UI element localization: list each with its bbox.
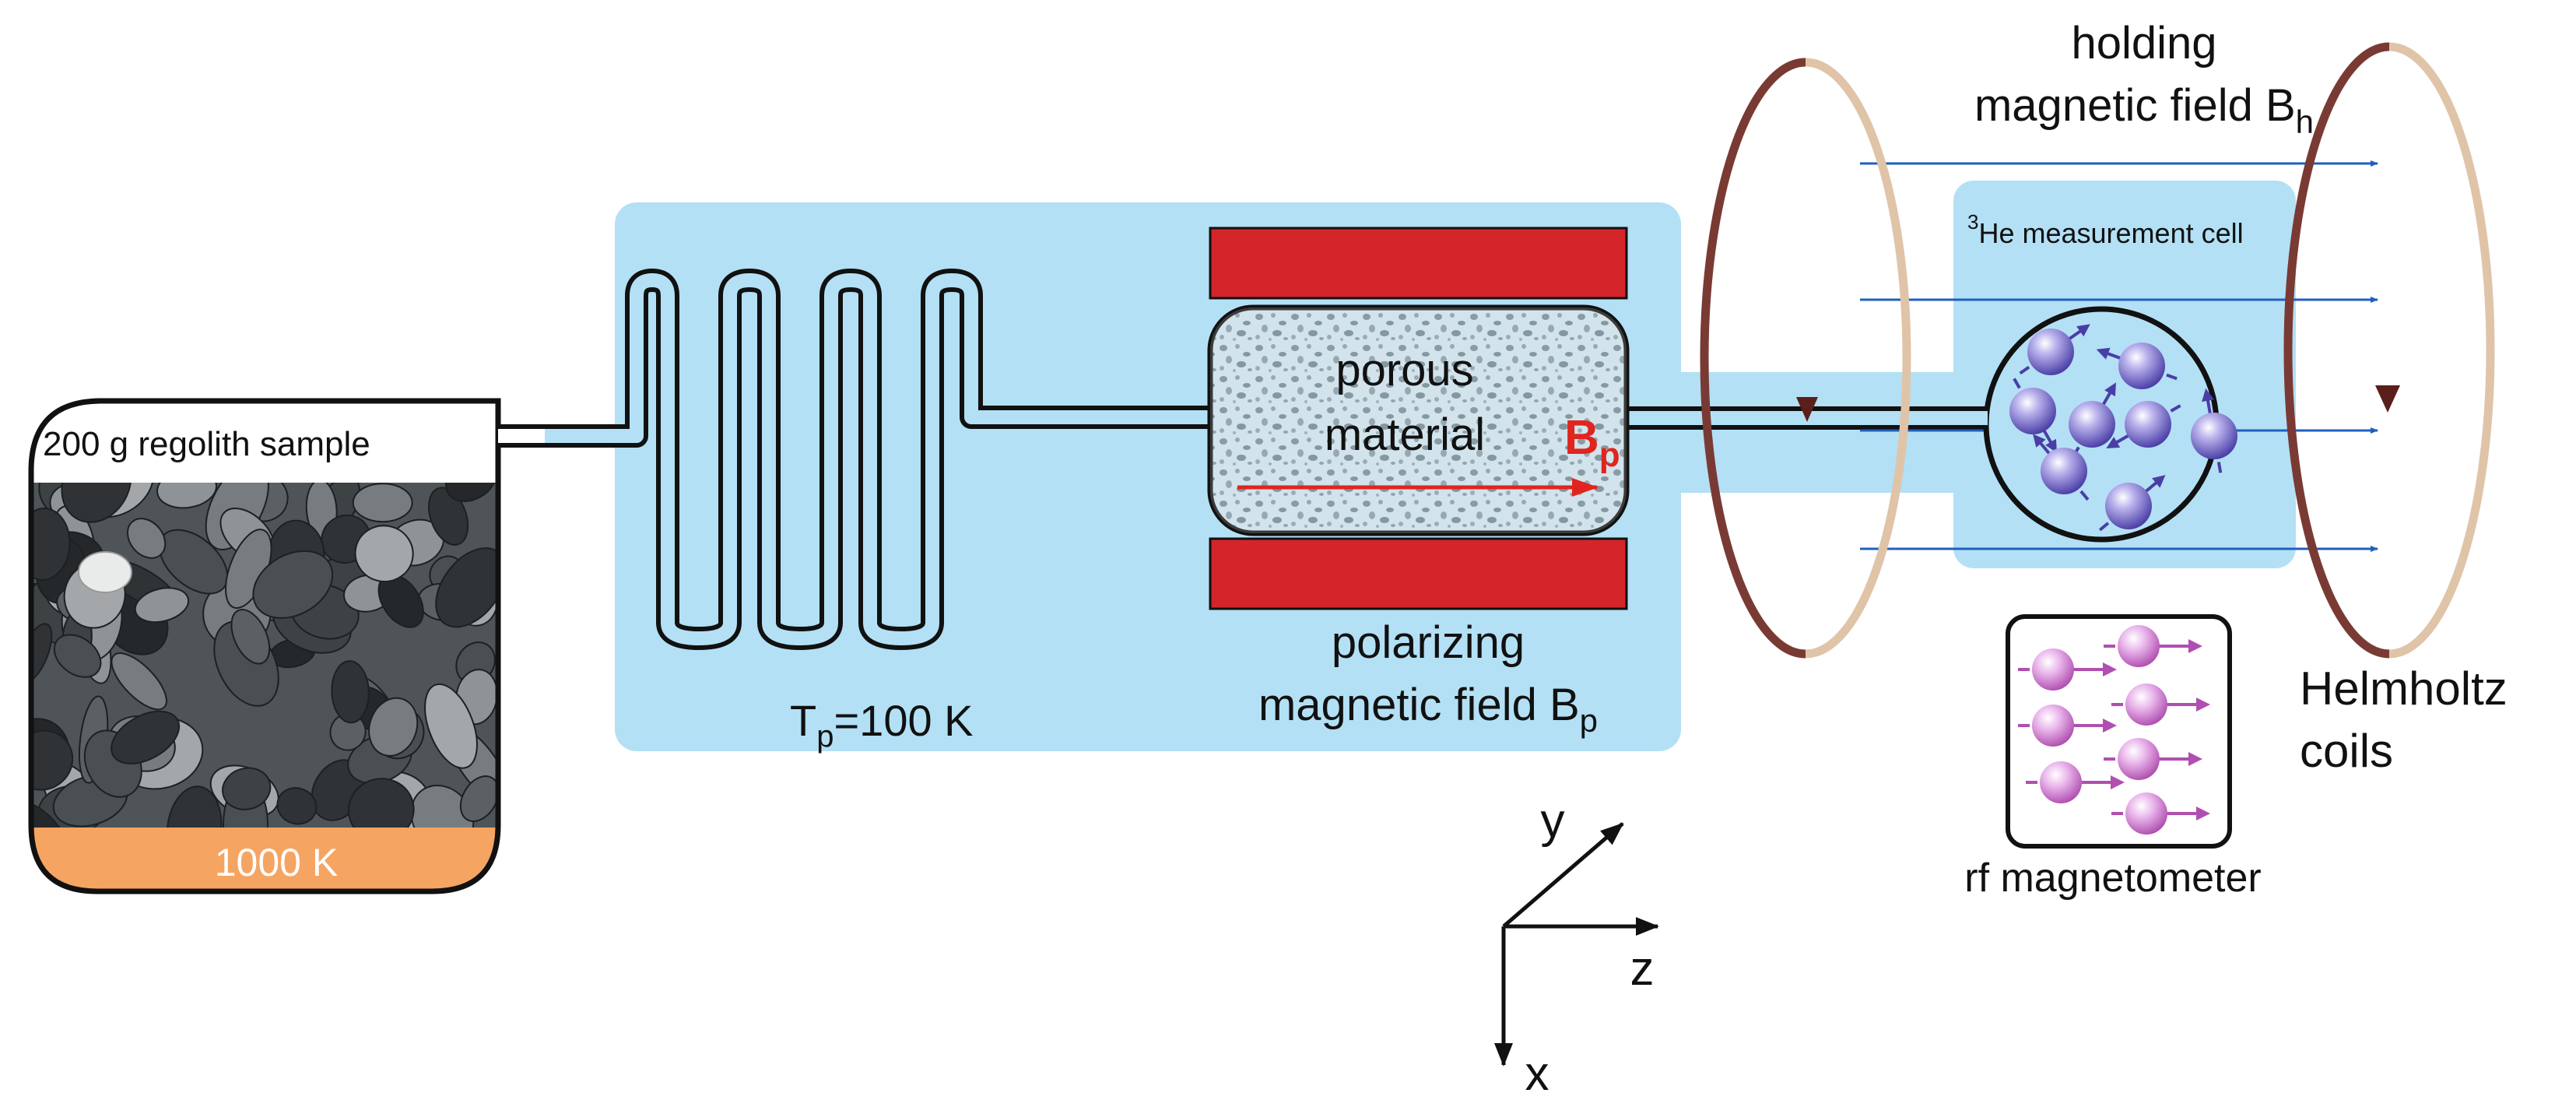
axis-x-label: x (1525, 1047, 1549, 1101)
magnetometer-spin (2111, 684, 2210, 726)
rock (156, 483, 217, 509)
heater-strip (31, 828, 498, 891)
rock (53, 634, 102, 678)
he3-spins (2009, 324, 2237, 532)
connector-strip (1665, 372, 1977, 493)
helmholtz-coil-right (2283, 42, 2495, 659)
rf-magnetometer: rf magnetometer (1964, 614, 2262, 901)
axis-y-arrow (1502, 822, 1624, 928)
rock (111, 710, 181, 764)
he3-spin (2096, 343, 2178, 389)
he3-spin (2098, 475, 2166, 532)
axis-y-label: y (1541, 794, 1565, 848)
sample-container-outline (28, 398, 501, 894)
magnetometer-spin (2104, 625, 2202, 667)
measurement-cell: 3He measurement cell (1967, 210, 2244, 543)
regolith-photo (31, 483, 498, 891)
rock (354, 525, 414, 582)
magnet-bottom (1209, 537, 1628, 610)
rock (134, 587, 190, 624)
rock (31, 729, 74, 791)
porous-label-line1: porous (1335, 345, 1473, 395)
porous-label-line2: material (1325, 409, 1485, 460)
he3-spin (2069, 382, 2116, 458)
rock (78, 551, 132, 593)
bp-symbol: Bp (1564, 411, 1620, 474)
polarizing-field-line2: magnetic field Bp (1258, 680, 1598, 739)
coordinate-axes (1494, 822, 1659, 1067)
he3-spin (2191, 388, 2237, 473)
cell-label: 3He measurement cell (1967, 210, 2244, 249)
coil-right-current-arrow (2375, 385, 2400, 413)
rock (331, 660, 370, 724)
sample-temperature: 1000 K (215, 841, 338, 884)
helmholtz-coil-left (1700, 58, 1911, 659)
magnetometer-spin (2018, 648, 2117, 691)
rock (445, 483, 497, 502)
magnetometer-spin (2104, 738, 2202, 780)
magnet-top (1209, 227, 1628, 300)
coils-label-line2: coils (2300, 725, 2393, 777)
he3-spin (2033, 434, 2090, 501)
regolith-rocks (31, 483, 498, 872)
he3-spin (2009, 378, 2057, 453)
porous-material-block: porous material Bp (1207, 304, 1630, 536)
rock (230, 609, 271, 665)
coil-left-current-arrow (1796, 397, 1818, 422)
rock (424, 683, 478, 769)
rock (61, 483, 132, 523)
magnetometer-spin (2018, 705, 2117, 747)
rock (459, 775, 498, 822)
rock (31, 623, 53, 684)
rock (276, 787, 318, 825)
holding-label-line2: magnetic field Bh (1974, 80, 2314, 140)
rock (222, 767, 272, 810)
rock (111, 652, 167, 711)
rock (428, 487, 469, 546)
rock (31, 508, 71, 581)
he3-spin (2019, 324, 2090, 375)
rock (352, 483, 413, 523)
polarizing-field-line1: polarizing (1332, 617, 1525, 668)
sample-label: 200 g regolith sample (43, 425, 370, 463)
polarizer-temperature: Tp=100 K (790, 696, 974, 754)
holding-label-line1: holding (2071, 18, 2216, 69)
regolith-sample-container: 200 g regolith sample 1000 K (28, 398, 501, 894)
rock (252, 550, 334, 619)
rock (127, 518, 167, 559)
magnetometer-spins (2018, 625, 2210, 835)
magnetometer-spin (2111, 792, 2210, 835)
magnetometer-label: rf magnetometer (1964, 856, 2262, 901)
he3-spin (2106, 401, 2181, 448)
magnetometer-spin (2026, 761, 2125, 803)
rock (368, 697, 419, 757)
axis-z-label: z (1630, 942, 1655, 996)
coils-label-line1: Helmholtz (2300, 662, 2508, 715)
